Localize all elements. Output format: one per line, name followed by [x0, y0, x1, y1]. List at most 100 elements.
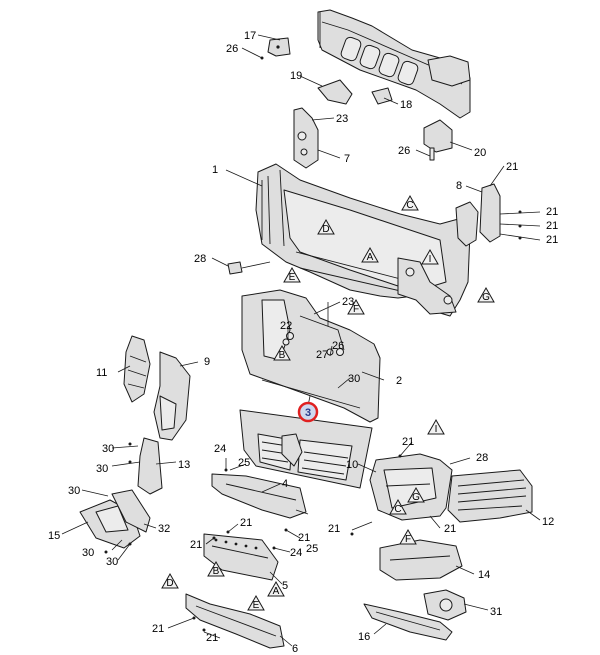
callout-16: 16 — [358, 631, 370, 643]
callout-26: 26 — [332, 340, 344, 352]
callout-21: 21 — [546, 206, 558, 218]
callout-8: 8 — [456, 180, 462, 192]
svg-text:F: F — [353, 304, 359, 315]
marker-e-top: E — [283, 266, 301, 283]
callout-31: 31 — [490, 606, 502, 618]
callout-28: 28 — [194, 253, 206, 265]
callout-13: 13 — [178, 459, 190, 471]
callout-30: 30 — [82, 547, 94, 559]
marker-d-bottom: D — [161, 572, 179, 589]
callout-21: 21 — [402, 436, 414, 448]
callout-4: 4 — [282, 478, 288, 490]
front-end-module-frame — [255, 163, 479, 317]
callout-17: 17 — [244, 30, 256, 42]
callout-2: 2 — [396, 375, 402, 387]
svg-text:A: A — [367, 252, 374, 263]
fog-lamp-grille-12 — [447, 469, 533, 523]
callout-21: 21 — [506, 161, 518, 173]
bracket-17 — [267, 37, 291, 57]
fog-lamp-surround-31 — [423, 589, 467, 621]
callout-30: 30 — [96, 463, 108, 475]
callout-5: 5 — [282, 580, 288, 592]
marker-f-top: F — [347, 298, 365, 315]
bracket-20 — [423, 119, 453, 153]
marker-a-bottom: A — [267, 580, 285, 597]
callout-26: 26 — [226, 43, 238, 55]
svg-text:I: I — [429, 254, 432, 265]
callout-27: 27 — [316, 349, 328, 361]
callout-15: 15 — [48, 530, 60, 542]
callout-6: 6 — [292, 643, 298, 655]
marker-g-top: G — [477, 286, 495, 303]
bracket-19 — [317, 79, 353, 105]
svg-text:G: G — [482, 292, 490, 303]
side-duct-11 — [123, 335, 151, 403]
callout-11: 11 — [96, 367, 107, 379]
svg-text:B: B — [213, 566, 220, 577]
callout-14: 14 — [478, 569, 490, 581]
svg-text:B: B — [279, 350, 286, 361]
marker-a-top: A — [361, 246, 379, 263]
marker-e-bottom: E — [247, 594, 265, 611]
callout-21: 21 — [546, 234, 558, 246]
grille-panel-3 — [239, 409, 373, 489]
marker-f-right: F — [399, 528, 417, 545]
callout-7: 7 — [344, 153, 350, 165]
reference-markers: D C A I E G F B — [161, 194, 495, 611]
callout-21: 21 — [546, 220, 558, 232]
side-duct-9 — [153, 351, 191, 441]
leader-lines — [61, 34, 541, 647]
callout-10: 10 — [346, 459, 358, 471]
marker-g-right: G — [407, 486, 425, 503]
svg-text:3: 3 — [305, 407, 311, 419]
callout-32: 32 — [158, 523, 170, 535]
callout-25: 25 — [306, 543, 318, 555]
lower-shield-2 — [241, 289, 381, 423]
upper-crossmember — [317, 9, 471, 119]
marker-i-top: I — [421, 248, 439, 265]
callout-23: 23 — [342, 296, 354, 308]
marker-b-bottom: B — [207, 560, 225, 577]
callout-30: 30 — [68, 485, 80, 497]
callout-19: 19 — [290, 70, 302, 82]
side-panel-13 — [137, 437, 163, 495]
marker-i-right: I — [427, 418, 445, 435]
marker-c-right: C — [389, 498, 407, 515]
callout-20: 20 — [474, 147, 486, 159]
marker-b-mid: B — [273, 344, 291, 361]
svg-text:C: C — [406, 200, 413, 211]
highlighted-callout-3[interactable]: 3 — [297, 401, 319, 423]
callout-21: 21 — [298, 532, 310, 544]
callout-21: 21 — [152, 623, 164, 635]
bracket-8 — [479, 183, 501, 243]
callout-21: 21 — [444, 523, 456, 535]
callout-21: 21 — [240, 517, 252, 529]
svg-text:G: G — [412, 492, 420, 503]
lower-spoiler-6 — [185, 593, 285, 649]
svg-text:D: D — [322, 224, 329, 235]
svg-text:C: C — [394, 504, 401, 515]
svg-text:D: D — [166, 578, 173, 589]
bracket-7 — [293, 107, 319, 169]
svg-text:A: A — [273, 586, 280, 597]
trim-strip-16 — [363, 603, 453, 641]
callout-30: 30 — [106, 556, 118, 568]
callout-24: 24 — [214, 443, 226, 455]
svg-text:F: F — [405, 534, 411, 545]
callout-9: 9 — [204, 356, 210, 368]
callout-22: 22 — [280, 320, 292, 332]
callout-12: 12 — [542, 516, 554, 528]
bracket-18 — [371, 87, 393, 105]
callout-28: 28 — [476, 452, 488, 464]
svg-text:E: E — [253, 600, 260, 611]
callout-25: 25 — [238, 457, 250, 469]
callout-26: 26 — [398, 145, 410, 157]
callout-30: 30 — [102, 443, 114, 455]
callout-numbers: 17 26 19 18 23 7 26 20 1 21 8 21 21 21 2… — [48, 30, 558, 655]
callout-30: 30 — [348, 373, 360, 385]
svg-text:E: E — [289, 272, 296, 283]
lower-beam-5 — [203, 533, 279, 581]
callout-18: 18 — [400, 99, 412, 111]
marker-c-top: C — [401, 194, 419, 211]
